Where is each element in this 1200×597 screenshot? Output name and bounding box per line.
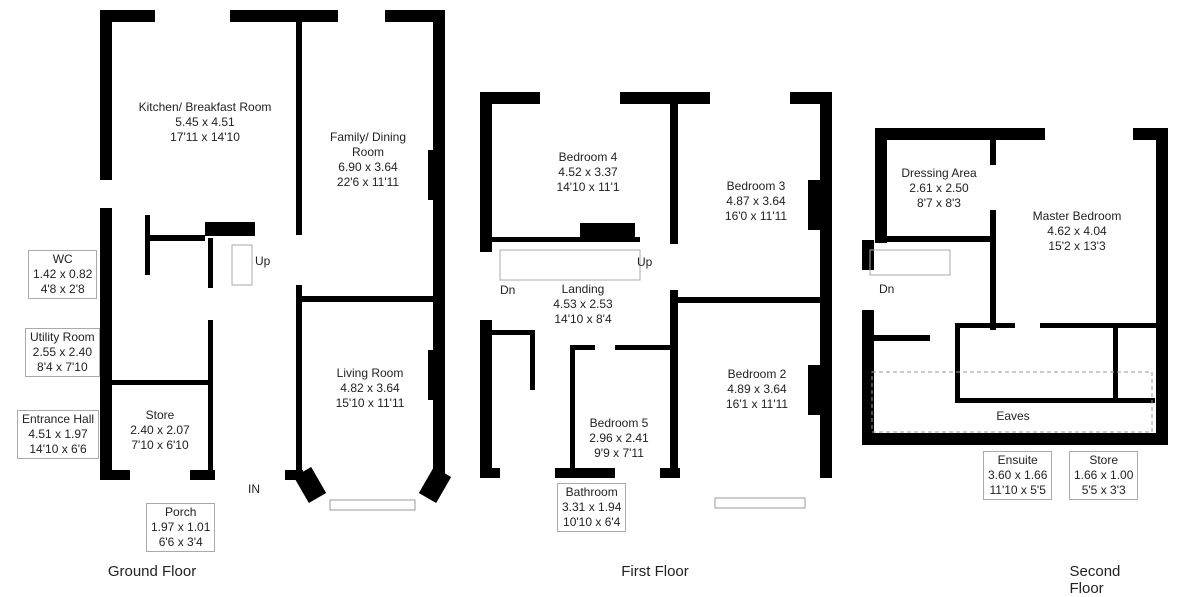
room-imperial: 22'6 x 11'11 <box>336 175 400 189</box>
room-name: Landing <box>561 282 605 296</box>
stairs <box>231 244 951 286</box>
room-metric: 6.90 x 3.64 <box>338 160 398 174</box>
room-metric: 1.66 x 1.00 <box>1074 468 1134 482</box>
stairs-down-marker: Dn <box>879 282 895 296</box>
first-floor-walls <box>480 92 832 509</box>
room-label-eaves: Eaves <box>996 409 1030 423</box>
room-name: Bedroom 5 <box>589 416 649 430</box>
room-name: Family/ Dining Room <box>329 130 407 159</box>
room-imperial: 9'9 x 7'11 <box>594 446 644 460</box>
room-metric: 2.40 x 2.07 <box>130 423 190 437</box>
room-metric: 1.42 x 0.82 <box>33 267 93 281</box>
room-name: Living Room <box>336 366 404 380</box>
room-name: Porch <box>165 505 197 519</box>
room-metric: 3.60 x 1.66 <box>988 468 1048 482</box>
room-metric: 4.89 x 3.64 <box>727 382 787 396</box>
room-imperial: 14'10 x 11'1 <box>556 180 620 194</box>
room-imperial: 6'6 x 3'4 <box>158 535 203 549</box>
room-imperial: 17'11 x 14'10 <box>170 130 240 144</box>
room-name: Entrance Hall <box>22 412 95 426</box>
floor-title-first: First Floor <box>621 563 689 580</box>
room-metric: 2.96 x 2.41 <box>589 431 649 445</box>
room-name: Dressing Area <box>901 166 977 180</box>
room-imperial: 11'10 x 5'5 <box>989 483 1046 497</box>
room-name: Store <box>145 408 175 422</box>
room-imperial: 16'0 x 11'11 <box>724 209 788 223</box>
floor-title-second: Second Floor <box>1069 563 1121 597</box>
room-imperial: 14'10 x 6'6 <box>29 442 87 456</box>
stairs-down-marker: Dn <box>500 283 516 297</box>
room-name: Bedroom 3 <box>726 179 786 193</box>
room-name: Master Bedroom <box>1032 209 1122 223</box>
floor-title-ground: Ground Floor <box>107 563 197 580</box>
stairs-up-marker: Up <box>255 254 271 268</box>
room-name: Kitchen/ Breakfast Room <box>138 100 272 114</box>
second-floor-walls <box>862 128 1168 445</box>
room-name: Utility Room <box>30 330 95 344</box>
room-imperial: 5'5 x 3'3 <box>1081 483 1126 497</box>
room-imperial: 7'10 x 6'10 <box>131 438 189 452</box>
room-metric: 5.45 x 4.51 <box>175 115 235 129</box>
room-metric: 4.51 x 1.97 <box>28 427 88 441</box>
room-name: Bathroom <box>565 485 618 499</box>
ground-floor-walls <box>100 10 452 511</box>
room-name: Bedroom 2 <box>727 367 787 381</box>
room-name: Store <box>1089 453 1119 467</box>
room-imperial: 8'4 x 7'10 <box>37 360 88 374</box>
room-imperial: 4'8 x 2'8 <box>40 282 85 296</box>
room-metric: 4.87 x 3.64 <box>726 194 786 208</box>
room-name: Ensuite <box>997 453 1038 467</box>
room-metric: 4.62 x 4.04 <box>1047 224 1107 238</box>
room-metric: 3.31 x 1.94 <box>562 500 622 514</box>
room-imperial: 14'10 x 8'4 <box>554 312 612 326</box>
eaves-outline <box>871 371 1153 433</box>
room-imperial: 8'7 x 8'3 <box>917 196 961 210</box>
room-name: Bedroom 4 <box>558 150 618 164</box>
entrance-marker: IN <box>248 482 260 496</box>
room-imperial: 15'10 x 11'11 <box>335 396 405 410</box>
stairs-up-marker: Up <box>637 255 653 269</box>
room-imperial: 15'2 x 13'3 <box>1048 239 1106 253</box>
room-name: WC <box>52 252 73 266</box>
room-metric: 2.55 x 2.40 <box>32 345 93 359</box>
room-imperial: 16'1 x 11'11 <box>725 397 789 411</box>
room-metric: 4.82 x 3.64 <box>340 381 400 395</box>
room-metric: 1.97 x 1.01 <box>151 520 211 534</box>
room-metric: 4.52 x 3.37 <box>558 165 618 179</box>
room-imperial: 10'10 x 6'4 <box>563 515 621 529</box>
room-metric: 2.61 x 2.50 <box>909 181 969 195</box>
room-metric: 4.53 x 2.53 <box>553 297 613 311</box>
